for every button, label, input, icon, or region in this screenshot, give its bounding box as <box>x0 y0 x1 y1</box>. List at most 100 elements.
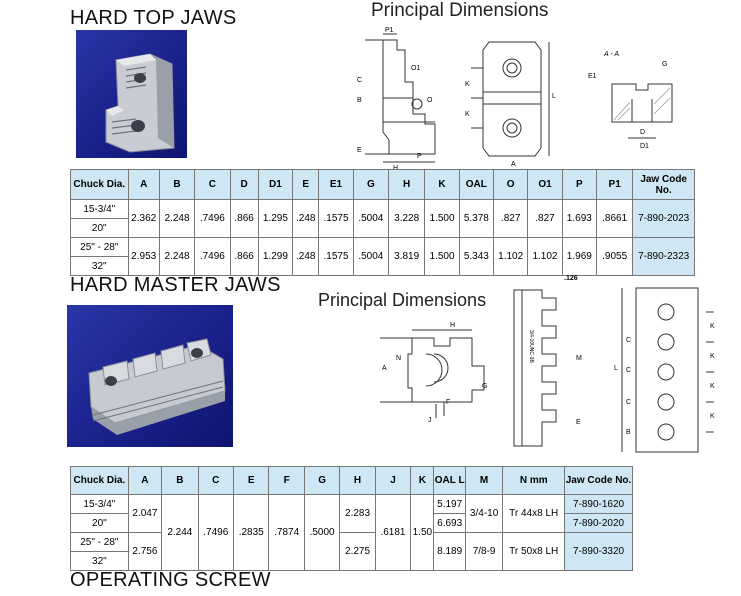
header-f: F <box>268 466 305 495</box>
label-dim-126: .126 <box>564 275 578 282</box>
value-cell: 1.500 <box>424 199 460 238</box>
header-g: G <box>303 466 341 495</box>
value-cell: .7496 <box>197 494 235 571</box>
header-c: C <box>197 466 235 495</box>
jaw-code-cell: 7-890-2323 <box>632 237 695 276</box>
value-cell: .5000 <box>303 494 341 571</box>
header-chuck-dia: Chuck Dia. <box>70 466 129 495</box>
table-row: 25" - 28" 2.756 2.275 8.189 7/8-9 Tr 50x… <box>70 532 633 571</box>
label-e: E <box>357 147 362 154</box>
value-cell: 1.969 <box>561 237 597 276</box>
label-d: D <box>640 129 645 136</box>
header-j: J <box>374 466 412 495</box>
value-cell: Tr 50x8 LH <box>502 532 566 571</box>
chuck-dia-cell: 32" <box>70 256 129 276</box>
label-c-3: C <box>626 399 631 406</box>
value-cell: .827 <box>492 199 529 238</box>
value-cell: .5004 <box>352 199 390 238</box>
hard-master-dims-title: Principal Dimensions <box>318 290 487 310</box>
jaw-code-cell: 7-890-1620 <box>564 494 633 514</box>
label-section-aa: A - A <box>603 51 619 58</box>
value-cell: .248 <box>292 199 320 238</box>
label-f: F <box>446 399 450 406</box>
value-cell: 1.500 <box>424 237 460 276</box>
header-oal: OAL L <box>433 466 466 495</box>
value-cell: 6.693 <box>433 513 466 533</box>
header-jaw-code: Jaw Code No. <box>632 169 695 200</box>
jaw-code-cell: 7-890-2023 <box>632 199 695 238</box>
value-cell: 2.248 <box>158 199 196 238</box>
jaw-code-cell: 7-890-3320 <box>564 532 633 571</box>
value-cell: .7496 <box>194 199 231 238</box>
hard-top-section-drawing: A - A G E1 D D1 <box>588 51 673 150</box>
label-p1: P1 <box>385 27 394 34</box>
header-b: B <box>161 466 199 495</box>
hard-top-jaws-table: Chuck Dia. A B C D D1 E E1 G H K OAL O O… <box>70 169 695 276</box>
table-row: 15-3/4" 2.362 2.248 .7496 .866 1.295 .24… <box>70 199 695 238</box>
label-k-1: K <box>465 81 470 88</box>
value-cell: 1.50 <box>410 494 435 571</box>
header-d1: D1 <box>257 169 294 200</box>
hard-top-front-view-drawing: K K A L <box>465 41 556 166</box>
header-jaw-code: Jaw Code No. <box>564 466 633 495</box>
chuck-dia-cell: 25" - 28" <box>70 237 129 257</box>
header-m: M <box>464 466 504 495</box>
chuck-dia-cell: 15-3/4" <box>70 494 129 514</box>
header-k: K <box>410 466 435 495</box>
value-cell: 8.189 <box>433 532 466 571</box>
label-c: C <box>357 77 362 84</box>
label-l: L <box>552 93 556 100</box>
chuck-dia-cell: 20" <box>70 513 129 533</box>
value-cell: 1.295 <box>257 199 294 238</box>
label-c-2: C <box>626 367 631 374</box>
value-cell: 1.102 <box>492 237 529 276</box>
hard-master-end-view-drawing: H N A G J F <box>380 322 487 424</box>
value-cell: 2.244 <box>161 494 199 571</box>
value-cell: .2835 <box>233 494 270 571</box>
label-m: M <box>576 355 582 362</box>
header-d: D <box>229 169 259 200</box>
chuck-dia-cell: 32" <box>70 551 129 571</box>
label-a: A <box>511 161 516 166</box>
table-row: 25" - 28" 2.953 2.248 .7496 .866 1.299 .… <box>70 237 695 276</box>
value-cell: 2.275 <box>339 532 376 571</box>
hard-top-jaw-image <box>105 53 175 153</box>
header-g: G <box>352 169 390 200</box>
label-l: L <box>614 365 618 372</box>
chuck-dia-cell: 20" <box>70 218 129 238</box>
header-c: C <box>194 169 231 200</box>
label-n: N <box>396 355 401 362</box>
label-j: J <box>428 417 432 424</box>
label-b: B <box>626 429 631 436</box>
value-cell: .5004 <box>352 237 390 276</box>
hard-top-jaw-photo <box>76 30 187 158</box>
label-e1: E1 <box>588 73 597 80</box>
header-e1: E1 <box>318 169 354 200</box>
value-cell: .1575 <box>318 237 354 276</box>
label-g: G <box>482 383 487 390</box>
header-h: H <box>339 466 376 495</box>
hard-master-jaws-title: HARD MASTER JAWS <box>70 274 281 296</box>
hard-top-jaws-title: HARD TOP JAWS <box>70 7 237 29</box>
value-cell: 1.299 <box>257 237 294 276</box>
value-cell: .866 <box>229 199 259 238</box>
header-chuck-dia: Chuck Dia. <box>70 169 129 200</box>
table-header-row: Chuck Dia. A B C E F G H J K OAL L M N m… <box>70 466 633 495</box>
value-cell: 2.756 <box>127 532 163 571</box>
header-a: A <box>127 169 160 200</box>
value-cell: 1.693 <box>561 199 597 238</box>
label-k-3: K <box>710 383 715 390</box>
label-b: B <box>357 97 362 104</box>
table-row: 32" <box>70 551 633 571</box>
hard-master-jaws-table: Chuck Dia. A B C E F G H J K OAL L M N m… <box>70 466 633 571</box>
label-g: G <box>662 61 667 68</box>
header-a: A <box>127 466 163 495</box>
label-a: A <box>382 365 387 372</box>
header-e: E <box>292 169 320 200</box>
header-o: O <box>492 169 529 200</box>
value-cell: 2.248 <box>158 237 196 276</box>
value-cell: 3.228 <box>387 199 426 238</box>
label-o: O <box>427 97 433 104</box>
label-thread: 3/4-10UNC-3B <box>528 330 534 363</box>
header-oal: OAL <box>458 169 495 200</box>
